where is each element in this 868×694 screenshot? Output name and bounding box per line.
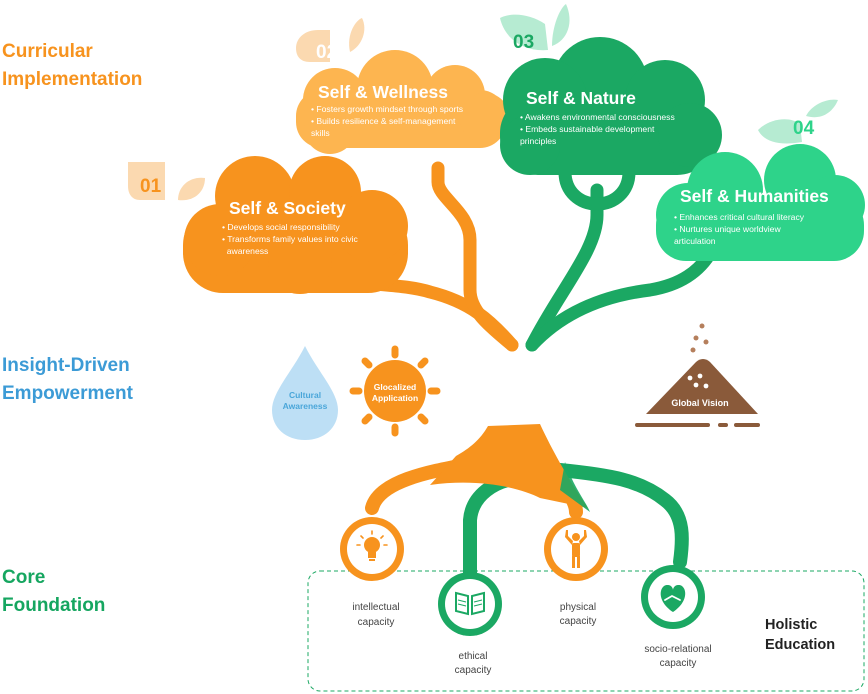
cloud-number: 02 xyxy=(316,42,337,63)
glocalized-application-sun: Glocalized Application xyxy=(349,345,441,437)
section-label-line: Implementation xyxy=(2,69,143,90)
cloud-shape xyxy=(183,156,408,294)
branch-nature xyxy=(525,183,604,352)
capacity-ethical: ethical capacity xyxy=(438,572,502,676)
cloud-bullet: • Develops social responsibility xyxy=(222,222,340,232)
capacity-label: physical xyxy=(560,602,596,613)
leaf-icon xyxy=(500,14,548,51)
cloud-bullet: awareness xyxy=(222,246,268,256)
cultural-awareness-drop: Cultural Awareness xyxy=(272,346,338,440)
cloud-bullet: principles xyxy=(520,136,556,146)
cloud-bullet: • Transforms family values into civic xyxy=(222,234,358,244)
holistic-education-label: Holistic xyxy=(765,617,817,633)
soil-particles xyxy=(690,323,709,353)
leaf-icon xyxy=(349,18,365,52)
section-label-line: Core xyxy=(2,567,46,588)
cloud-bullet: • Enhances critical cultural literacy xyxy=(674,212,805,222)
soil-dots xyxy=(687,373,709,389)
global-vision-mound: Global Vision xyxy=(635,323,760,427)
cloud-title: Self & Humanities xyxy=(680,186,829,206)
leaf-icon xyxy=(128,162,165,200)
holistic-education-label: Education xyxy=(765,637,835,653)
branch-humanities xyxy=(525,243,719,352)
sun-label: Application xyxy=(372,393,418,403)
cloud-title: Self & Wellness xyxy=(318,82,448,102)
root-social xyxy=(553,463,689,569)
leaf-icon xyxy=(806,99,838,118)
leaf-icon xyxy=(178,177,205,201)
cloud-shape xyxy=(656,144,865,261)
capacity-label: capacity xyxy=(560,616,597,627)
capacity-label: capacity xyxy=(660,658,697,669)
section-label-line: Curricular xyxy=(2,41,93,62)
tree-trunk xyxy=(430,424,588,508)
cloud-shape xyxy=(500,37,722,175)
cloud-title: Self & Nature xyxy=(526,88,636,108)
trunk-green-streak xyxy=(560,462,590,512)
cloud-title: Self & Society xyxy=(229,198,346,218)
root-ethical xyxy=(463,471,527,587)
open-book-icon xyxy=(455,591,485,616)
mound-label: Global Vision xyxy=(671,398,728,408)
section-label-line: Insight-Driven xyxy=(2,355,130,376)
person-arms-raised-icon xyxy=(565,530,587,568)
cloud-shape xyxy=(296,50,510,154)
section-label-line: Foundation xyxy=(2,595,106,616)
section-label-line: Empowerment xyxy=(2,383,133,404)
cloud-self-nature: 03 Self & Nature • Awakens environmental… xyxy=(500,4,722,211)
drop-label: Awareness xyxy=(283,401,328,411)
branch-loop xyxy=(558,171,636,211)
cloud-self-wellness: 02 Self & Wellness • Fosters growth mind… xyxy=(296,18,510,154)
branch-wellness xyxy=(431,161,519,352)
cloud-bullet: • Nurtures unique worldview xyxy=(674,224,781,234)
section-label-curricular: Curricular Implementation xyxy=(2,38,142,94)
capacity-label: intellectual xyxy=(352,602,399,613)
heart-handshake-icon xyxy=(660,584,686,612)
capacity-label: socio-relational xyxy=(644,644,711,655)
cloud-bullet: • Fosters growth mindset through sports xyxy=(311,104,463,114)
cloud-number: 04 xyxy=(793,118,815,139)
capacity-label: capacity xyxy=(455,665,492,676)
cloud-self-society: 01 Self & Society • Develops social resp… xyxy=(128,156,408,294)
capacity-intellectual: intellectual capacity xyxy=(340,517,404,628)
cloud-bullet: skills xyxy=(311,128,330,138)
lightbulb-icon xyxy=(356,530,388,561)
section-label-core: Core Foundation xyxy=(2,564,105,620)
cloud-number: 01 xyxy=(140,176,162,197)
sun-icon xyxy=(349,345,441,437)
cloud-bullet: articulation xyxy=(674,236,716,246)
capacity-physical: physical capacity xyxy=(544,517,608,627)
drop-label: Cultural xyxy=(289,390,321,400)
cloud-bullet: • Embeds sustainable development xyxy=(520,124,655,134)
section-label-insight: Insight-Driven Empowerment xyxy=(2,352,133,408)
capacity-label: ethical xyxy=(459,651,488,662)
sun-label: Glocalized xyxy=(374,382,417,392)
cloud-number: 03 xyxy=(513,32,534,53)
cloud-bullet: • Awakens environmental consciousness xyxy=(520,112,675,122)
cloud-self-humanities: 04 Self & Humanities • Enhances critical… xyxy=(656,99,865,261)
leaf-icon xyxy=(552,4,570,46)
leaf-icon xyxy=(758,119,802,144)
soil-mound-icon xyxy=(646,359,758,414)
water-drop-icon xyxy=(272,346,338,440)
leaf-icon xyxy=(296,30,330,62)
cloud-bullet: • Builds resilience & self-management xyxy=(311,116,456,126)
capacity-label: capacity xyxy=(358,617,395,628)
capacity-socio-relational: socio-relational capacity xyxy=(641,565,712,669)
